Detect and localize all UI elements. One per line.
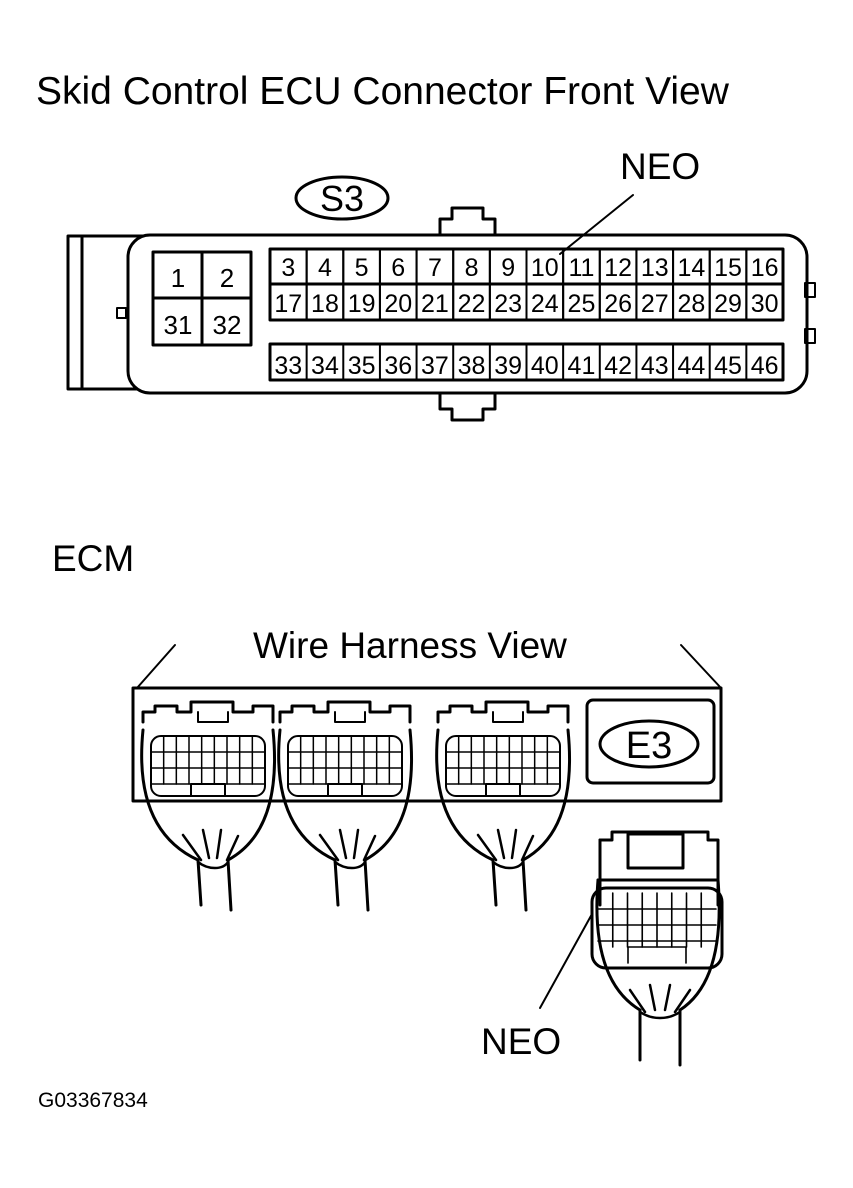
- pin-label-36: 36: [384, 352, 412, 380]
- pin-label-45: 45: [714, 352, 742, 380]
- pin-label-5: 5: [355, 254, 369, 282]
- pin-label-30: 30: [751, 290, 779, 318]
- pin-label-14: 14: [677, 254, 705, 282]
- pin-label-31: 31: [164, 310, 193, 340]
- pin-label-28: 28: [677, 290, 705, 318]
- pin-label-2: 2: [220, 263, 234, 293]
- pin-label-41: 41: [568, 352, 596, 380]
- figure-code: G03367834: [38, 1089, 148, 1112]
- wire-harness-view-label: Wire Harness View: [253, 625, 567, 666]
- ecm-body: [131, 644, 723, 803]
- page-title: Skid Control ECU Connector Front View: [36, 70, 729, 113]
- pin-label-18: 18: [311, 290, 339, 318]
- pin-label-7: 7: [428, 254, 442, 282]
- pin-label-42: 42: [604, 352, 632, 380]
- ecm-code-badge: [598, 719, 700, 769]
- ecm-label: ECM: [52, 538, 135, 579]
- neo-callout-top: NEO: [620, 146, 701, 187]
- pin-label-25: 25: [568, 290, 596, 318]
- neo-bottom-leader: [539, 913, 593, 1009]
- ecm-harness-plugs: [140, 700, 572, 912]
- skid-connector-body: [66, 206, 816, 422]
- pin-label-38: 38: [458, 352, 486, 380]
- pin-label-23: 23: [494, 290, 522, 318]
- pin-label-35: 35: [348, 352, 376, 380]
- pin-label-24: 24: [531, 290, 559, 318]
- skid-connector-code: S3: [320, 178, 364, 219]
- pin-label-15: 15: [714, 254, 742, 282]
- pin-label-20: 20: [384, 290, 412, 318]
- pin-label-37: 37: [421, 352, 449, 380]
- pin-label-39: 39: [494, 352, 522, 380]
- pin-label-33: 33: [274, 352, 302, 380]
- neo-top-leader: [559, 194, 634, 255]
- pin-label-32: 32: [213, 310, 242, 340]
- pin-label-9: 9: [501, 254, 515, 282]
- pin-label-34: 34: [311, 352, 339, 380]
- pin-label-44: 44: [677, 352, 705, 380]
- ecm-detached-connector: [590, 830, 724, 1067]
- pin-label-19: 19: [348, 290, 376, 318]
- harness-plug-2: [277, 700, 414, 912]
- harness-plug-3: [435, 700, 572, 912]
- pin-label-21: 21: [421, 290, 449, 318]
- ecm-connector-code: E3: [626, 725, 672, 767]
- skid-connector-code-badge: [294, 175, 390, 221]
- pin-label-40: 40: [531, 352, 559, 380]
- pin-label-26: 26: [604, 290, 632, 318]
- pin-label-16: 16: [751, 254, 779, 282]
- pin-label-17: 17: [274, 290, 302, 318]
- pin-label-11: 11: [568, 254, 594, 282]
- pin-label-3: 3: [281, 254, 295, 282]
- pin-label-10: 10: [531, 254, 559, 282]
- pin-label-6: 6: [391, 254, 405, 282]
- pin-label-8: 8: [465, 254, 479, 282]
- pin-label-1: 1: [171, 263, 185, 293]
- pin-label-27: 27: [641, 290, 669, 318]
- pin-label-13: 13: [641, 254, 669, 282]
- pin-label-22: 22: [458, 290, 486, 318]
- pin-label-4: 4: [318, 254, 332, 282]
- pin-label-43: 43: [641, 352, 669, 380]
- pin-label-46: 46: [751, 352, 779, 380]
- neo-callout-bottom: NEO: [481, 1021, 562, 1062]
- harness-plug-1: [140, 700, 277, 912]
- pin-label-29: 29: [714, 290, 742, 318]
- pin-label-12: 12: [604, 254, 632, 282]
